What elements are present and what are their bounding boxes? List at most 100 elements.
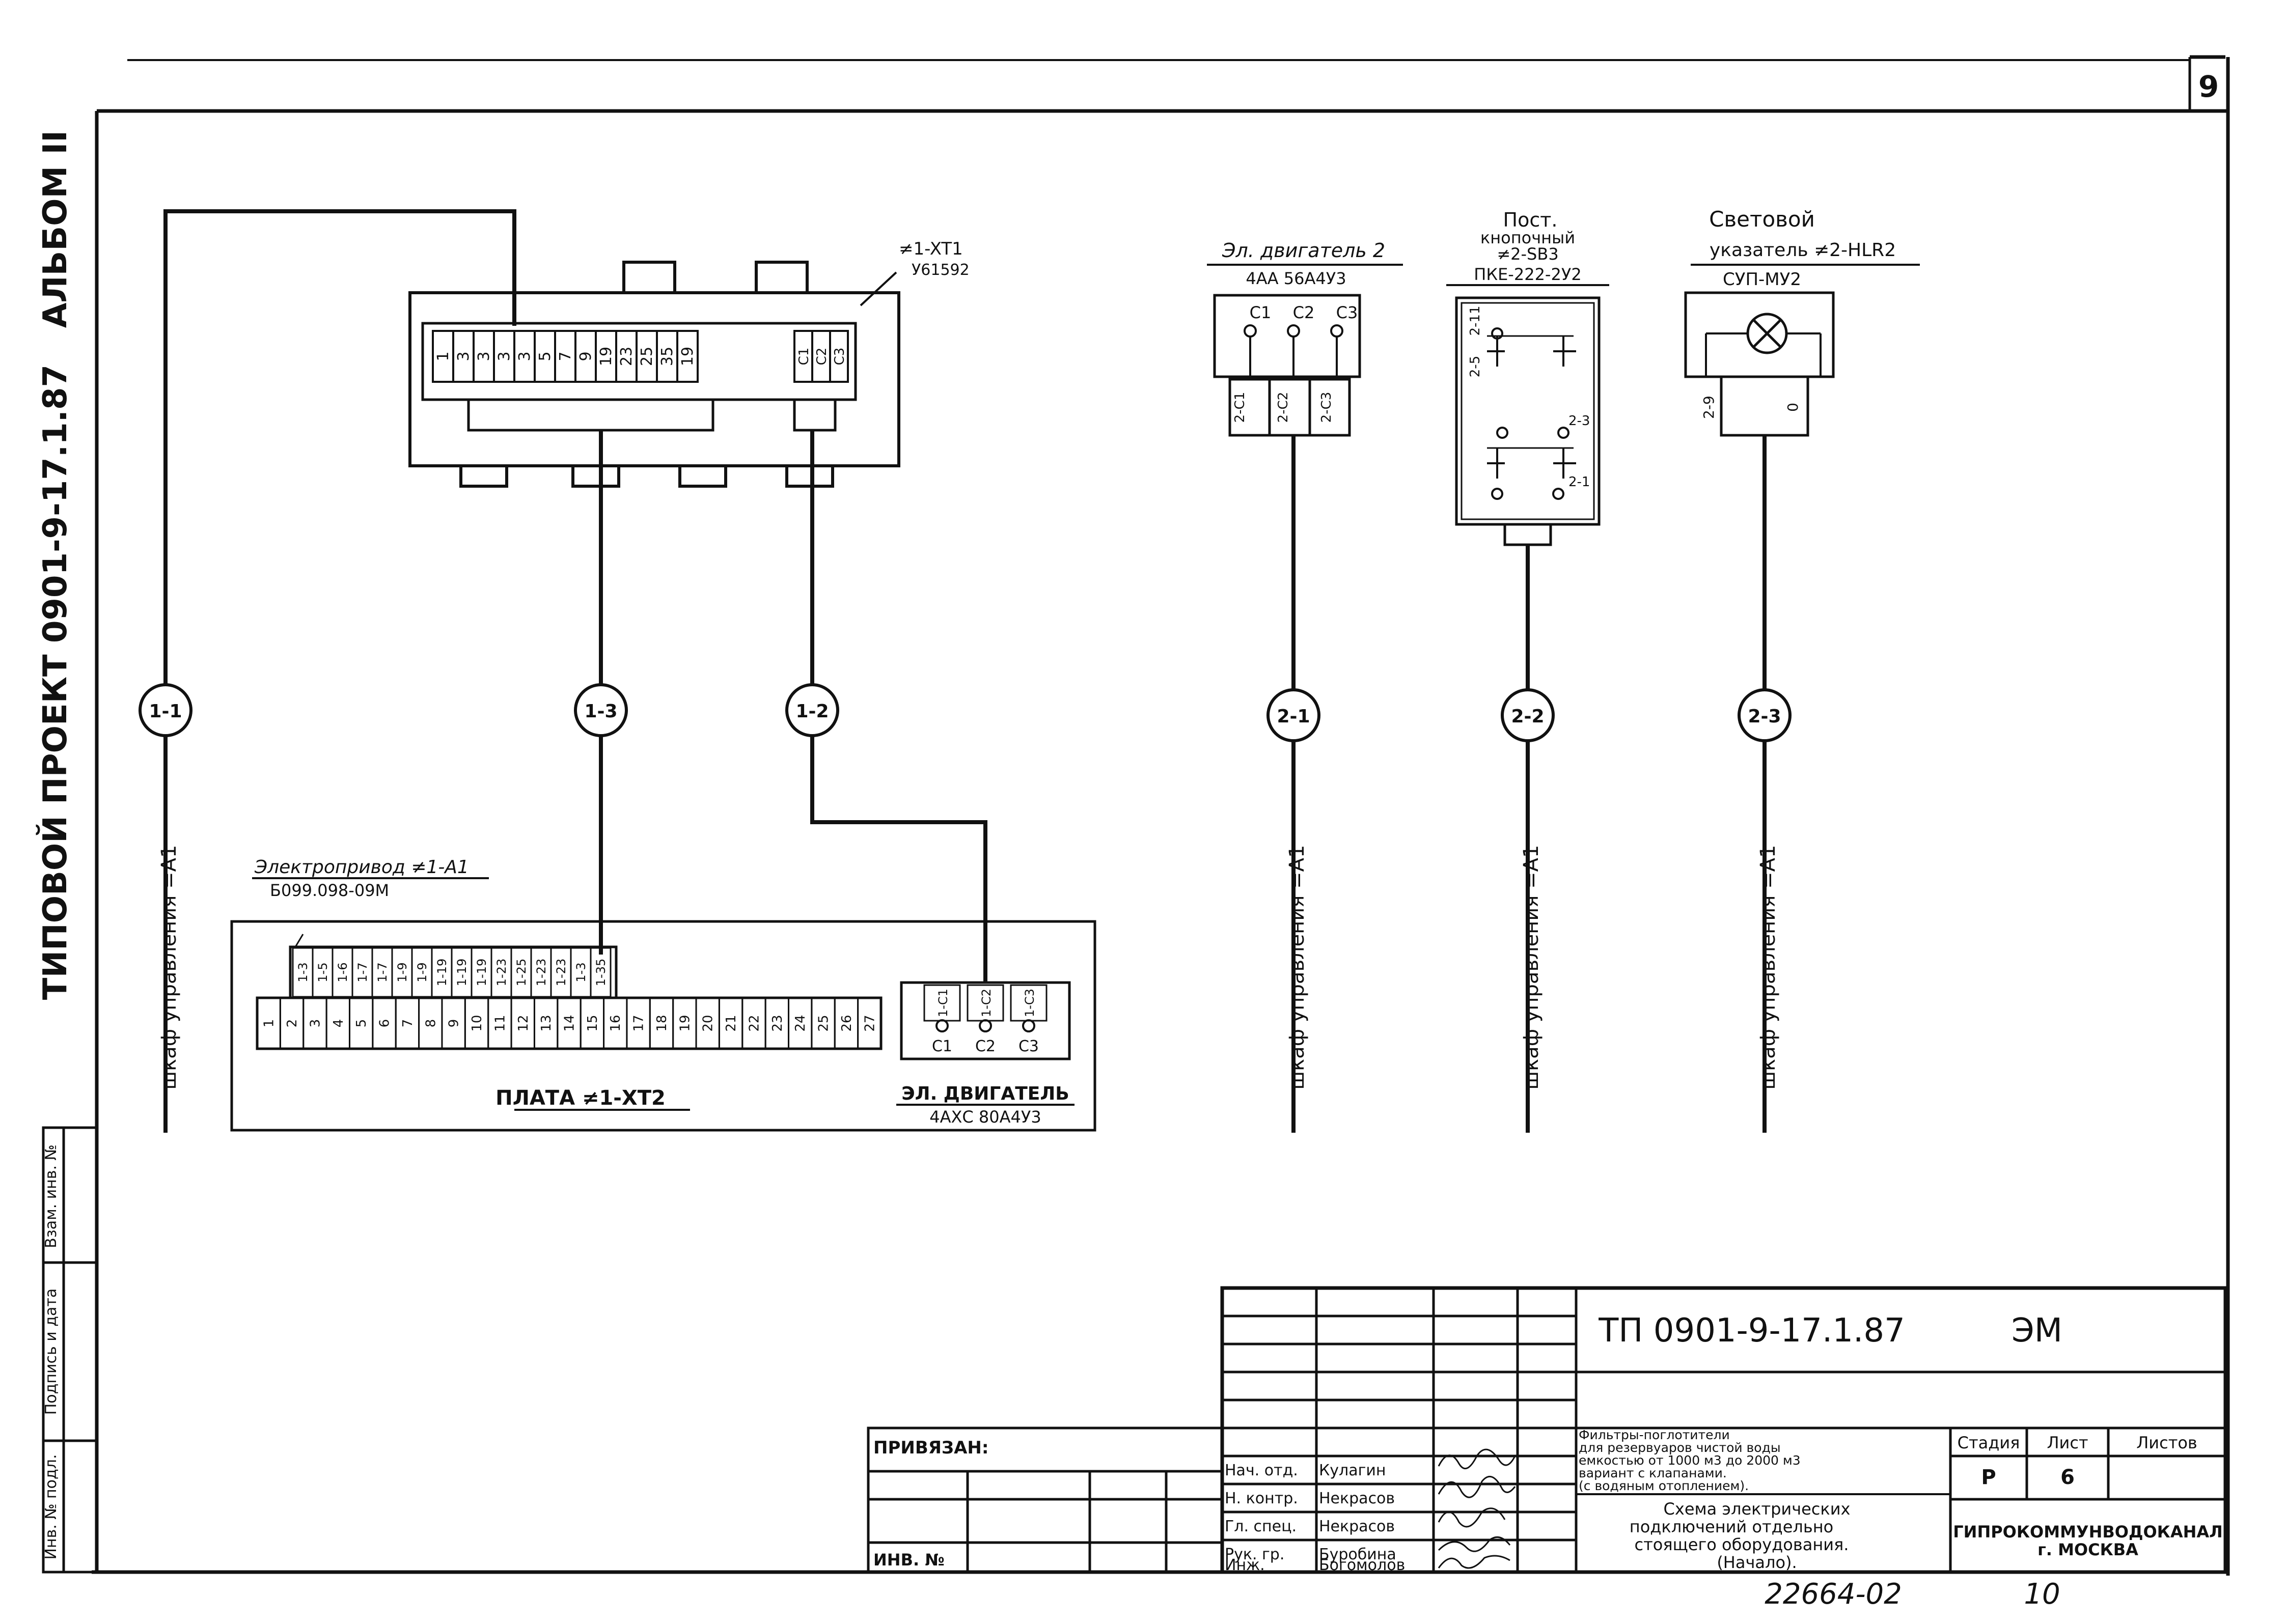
actuator-wire-label: 1-23	[554, 959, 568, 986]
cable-2-3-id: 2-3	[1748, 706, 1781, 727]
lamp-type: СУП-МУ2	[1723, 269, 1801, 290]
post-name2: кнопочный	[1480, 228, 1575, 247]
sheets-header: Листов	[2136, 1433, 2197, 1452]
doc-code: ТП 0901-9-17.1.87	[1598, 1312, 1905, 1350]
actuator-terminal-label: 7	[400, 1019, 416, 1028]
motor1-terminal-pin	[935, 1019, 949, 1032]
motor2-wire-label: 2-C1	[1232, 392, 1248, 423]
album-label: АЛЬБОМ II	[37, 130, 74, 328]
actuator-terminal-label: 9	[447, 1019, 462, 1028]
actuator-terminal-label: 20	[701, 1015, 716, 1031]
motor1-name: ЭЛ. ДВИГАТЕЛЬ	[901, 1083, 1069, 1104]
actuator-terminal-label: 6	[377, 1019, 393, 1028]
actuator-wire-label: 1-23	[494, 959, 509, 986]
post-name1: Пост.	[1503, 209, 1558, 231]
cable-1-2-line	[810, 430, 987, 983]
actuator-terminal-label: 17	[631, 1015, 647, 1031]
actuator-terminal-label: 16	[608, 1015, 623, 1031]
post-label-2-5: 2-5	[1468, 356, 1483, 377]
desc-4: (с водяным отоплением).	[1579, 1478, 1749, 1493]
cable-2-2-id: 2-2	[1511, 706, 1544, 727]
doc-mark: ЭМ	[2012, 1312, 2062, 1350]
desc-3: вариант с клапанами.	[1579, 1466, 1727, 1480]
cable-1-2: 1-2	[785, 683, 839, 737]
sheet-header: Лист	[2047, 1433, 2088, 1452]
actuator-terminal-label: 26	[839, 1015, 855, 1031]
motor1-terminal-label: C2	[975, 1038, 996, 1055]
motor2-type: 4АА 56А4У3	[1246, 269, 1346, 288]
actuator-terminal-label: 10	[470, 1015, 485, 1031]
cable-1-3-id: 1-3	[584, 701, 617, 722]
scheme-0: Схема электрических	[1664, 1499, 1851, 1519]
xt1-terminal-block	[408, 261, 900, 488]
xt1-type: У61592	[912, 261, 970, 279]
motor1-wire-label: 1-C3	[1023, 989, 1037, 1017]
page-number: 9	[2198, 69, 2219, 104]
motor2-terminal-pin	[1287, 324, 1300, 338]
motor2-terminal-label: C2	[1293, 303, 1315, 322]
role-4: Инж.	[1225, 1556, 1265, 1574]
motor1-wire-label: 1-C1	[936, 989, 950, 1017]
role-0: Нач. отд.	[1225, 1462, 1298, 1479]
motor2-name: Эл. двигатель 2	[1222, 239, 1385, 262]
xt1-terminal-label: 3	[475, 351, 493, 361]
cables	[163, 209, 1767, 1133]
actuator-terminal-cell	[857, 997, 882, 1050]
actuator-terminal-label: 4	[331, 1019, 346, 1028]
motor1-wire-label: 1-C2	[979, 989, 994, 1017]
actuator-wire-label: 1-23	[534, 959, 548, 986]
post-ref: ≠2-SB3	[1497, 244, 1558, 264]
bound-label: ПРИВЯЗАН:	[873, 1438, 988, 1458]
actuator-terminal-label: 3	[308, 1019, 323, 1028]
post-label-2-11: 2-11	[1468, 305, 1483, 335]
desc-2: емкостью от 1000 м3 до 2000 м3	[1579, 1453, 1801, 1468]
motor1-terminal-label: C1	[932, 1038, 952, 1055]
actuator-terminal-label: 19	[677, 1015, 693, 1031]
post-label-2-1: 2-1	[1568, 474, 1590, 490]
xt1-terminal-label: 3	[455, 351, 473, 361]
motor1-terminal-pin	[1022, 1019, 1035, 1032]
actuator-terminal-label: 1	[262, 1019, 277, 1028]
actuator-wire-label: 1-3	[296, 962, 310, 982]
cabinet-label-2-2: шкаф управления =А1	[1520, 845, 1543, 1090]
lamp-name1: Световой	[1709, 207, 1815, 232]
project-label: ТИПОВОЙ ПРОЕКТ 0901-9-17.1.87	[36, 365, 74, 1000]
xt1-terminal-label: 19	[679, 347, 697, 366]
actuator-wire-label: 1-19	[435, 959, 449, 986]
name-4: Богомолов	[1319, 1556, 1405, 1574]
actuator-wire-label: 1-35	[594, 959, 608, 986]
xt1-terminal-label: C1	[796, 348, 812, 366]
stage-header: Стадия	[1958, 1433, 2020, 1452]
cabinet-label-2-1: шкаф управления =А1	[1285, 845, 1309, 1090]
actuator-wire-label: 1-19	[475, 959, 489, 986]
strip-sign-date: Подпись и дата	[42, 1289, 60, 1415]
motor2-wire-label: 2-C3	[1319, 392, 1334, 423]
sheet-value: 6	[2060, 1466, 2075, 1489]
actuator-wire-label: 1-9	[395, 962, 409, 982]
cable-2-1-id: 2-1	[1277, 706, 1310, 727]
title-block	[867, 1286, 2227, 1574]
actuator-terminal-label: 11	[492, 1015, 508, 1031]
name-0: Кулагин	[1319, 1462, 1386, 1479]
role-3: Рук. гр.	[1225, 1546, 1284, 1563]
actuator-terminal-label: 18	[654, 1015, 670, 1031]
actuator-terminal-label: 21	[724, 1015, 739, 1031]
actuator-wire-label: 1-6	[336, 962, 350, 982]
xt1-terminal-label: 35	[658, 347, 676, 366]
archive-number: 22664-02	[1765, 1578, 1902, 1611]
lamp-term: 0	[1784, 403, 1801, 412]
lamp-wire-label: 2-9	[1700, 396, 1717, 419]
xt1-terminal-label: 7	[557, 351, 574, 361]
cable-1-2-id: 1-2	[795, 701, 829, 722]
motor2-terminal-label: C1	[1250, 303, 1272, 322]
cable-1-3: 1-3	[574, 683, 628, 737]
cable-1-1: 1-1	[139, 683, 192, 737]
actuator-terminal-label: 23	[770, 1015, 785, 1031]
actuator-terminal-label: 12	[516, 1015, 531, 1031]
stage-value: Р	[1981, 1466, 1996, 1489]
